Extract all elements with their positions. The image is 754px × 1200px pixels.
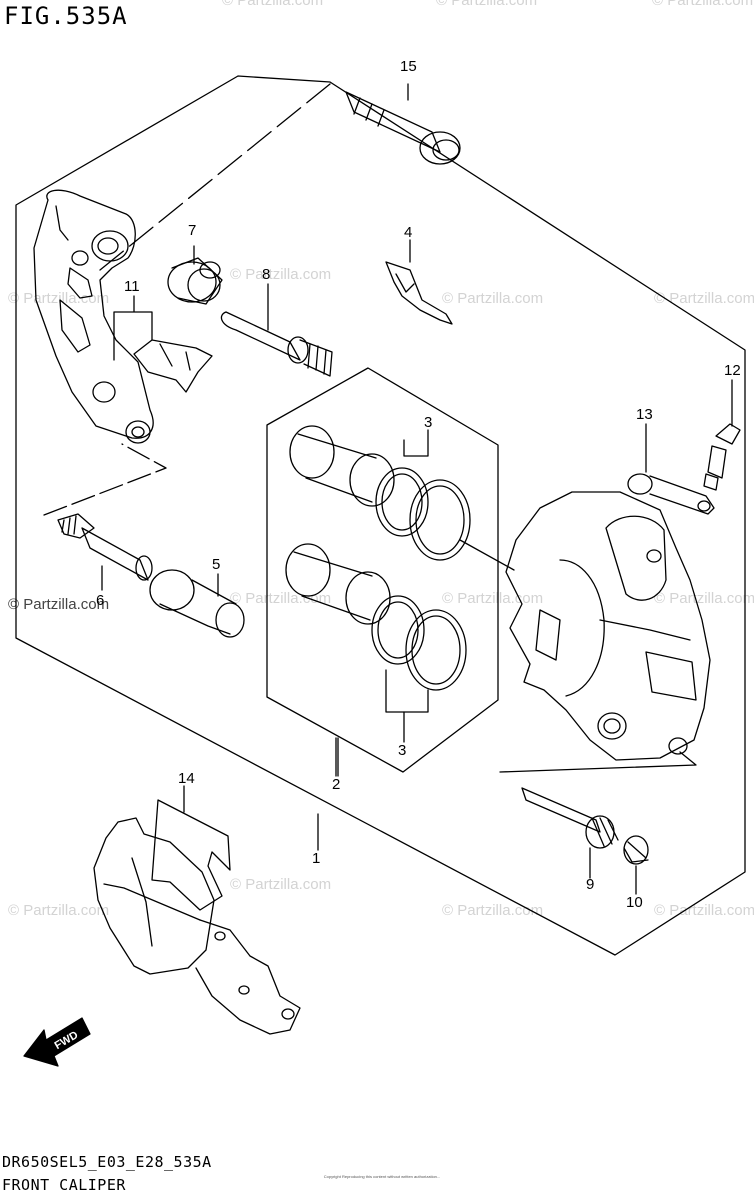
piston-lower: [285, 543, 391, 625]
seals: [371, 467, 471, 691]
model-code: DR650SEL5_E03_E28_535A: [2, 1153, 212, 1171]
caliper-body: [505, 491, 711, 761]
callout-11: 11: [124, 278, 140, 295]
pin-6: [57, 513, 153, 581]
watermark: © Partzilla.com: [222, 0, 324, 9]
bleeder-12: [703, 423, 741, 491]
watermark: © Partzilla.com: [230, 266, 332, 283]
watermark: © Partzilla.com: [436, 0, 538, 9]
bolt-9: [521, 787, 619, 849]
watermark: © Partzilla.com: [442, 902, 544, 919]
callout-3-lower: 3: [398, 742, 407, 759]
callout-5: 5: [212, 556, 221, 573]
diagram-name: FRONT CALIPER: [2, 1176, 126, 1194]
sleeve-5: [149, 569, 245, 638]
callout-6: 6: [96, 592, 105, 609]
brake-pad-set: [93, 799, 301, 1035]
callout-14: 14: [178, 770, 195, 787]
boot-7: [167, 257, 223, 305]
cap-13: [627, 473, 715, 515]
watermark: © Partzilla.com: [654, 290, 754, 307]
callout-2: 2: [332, 776, 341, 793]
copyright-notice: Copyright Reproducing this content witho…: [323, 1174, 441, 1179]
callout-4: 4: [404, 224, 413, 241]
callout-13: 13: [636, 406, 653, 423]
piston-upper: [289, 425, 395, 507]
callout-12: 12: [724, 362, 741, 379]
watermark: © Partzilla.com: [230, 590, 332, 607]
figure-title: FIG.535A: [4, 2, 128, 30]
watermark: © Partzilla.com: [8, 902, 110, 919]
pin-8: [220, 311, 333, 377]
assembly-boundary: [15, 75, 746, 956]
callout-7: 7: [188, 222, 197, 239]
piston-kit-box: [266, 367, 499, 773]
watermark: © Partzilla.com: [8, 596, 110, 613]
callout-1: 1: [312, 850, 321, 867]
callout-15: 15: [400, 58, 417, 75]
plug-10: [623, 835, 649, 865]
fwd-arrow: [23, 1017, 91, 1067]
watermark: © Partzilla.com: [8, 290, 110, 307]
callout-8: 8: [262, 266, 271, 283]
watermark: © Partzilla.com: [442, 290, 544, 307]
watermark: © Partzilla.com: [230, 876, 332, 893]
callout-3-upper: 3: [424, 414, 433, 431]
callout-9: 9: [586, 876, 595, 893]
caliper-bracket: [33, 189, 154, 444]
bolt-15: [345, 91, 461, 165]
clip-4: [385, 261, 453, 325]
callout-10: 10: [626, 894, 643, 911]
pad-spring-11: [133, 339, 213, 393]
watermark: © Partzilla.com: [654, 590, 754, 607]
watermark: © Partzilla.com: [652, 0, 754, 9]
